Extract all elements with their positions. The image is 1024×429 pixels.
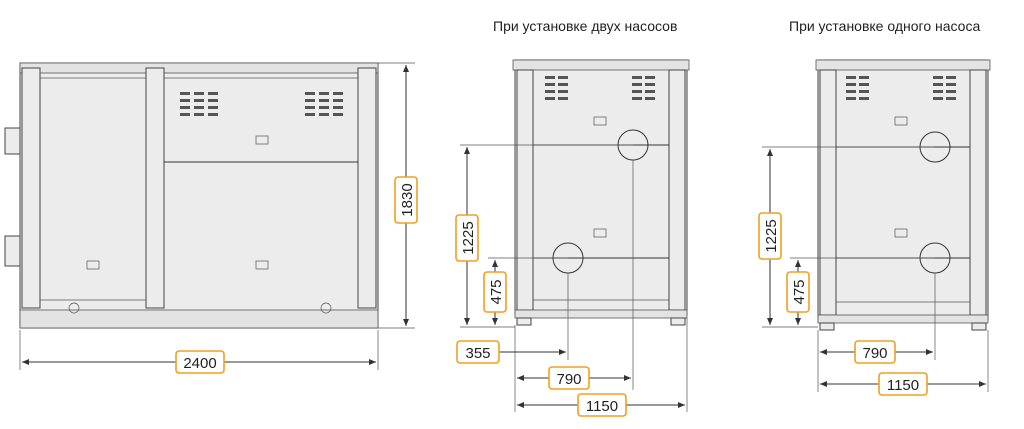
dim-label-790-one: 790 (862, 345, 887, 362)
dimension-355: 355 (456, 160, 688, 412)
dimension-475-one: 475 (786, 257, 935, 325)
dim-label-1225-one: 1225 (763, 219, 780, 252)
dimension-1225-one: 1225 (758, 146, 935, 328)
front-view-two-pumps (512, 59, 690, 326)
dim-label-1150-two: 1150 (586, 398, 618, 415)
dimension-790-two: 790 (517, 366, 631, 390)
caption-one-pump: При установке одного насоса (789, 18, 981, 34)
dim-label-2400: 2400 (183, 355, 216, 372)
dim-label-1225-two: 1225 (460, 221, 477, 254)
dimension-1150-two: 1150 (517, 393, 685, 417)
dimension-475-two: 475 (483, 257, 568, 325)
dimension-1830: 1830 (378, 62, 418, 329)
dim-label-355: 355 (465, 345, 490, 362)
dimension-2400: 2400 (19, 330, 379, 374)
dim-label-1150-one: 1150 (887, 377, 919, 394)
dim-label-1830: 1830 (399, 183, 416, 216)
dimension-1150-one: 1150 (820, 372, 986, 396)
side-view (4, 62, 379, 329)
dimension-790-one: 790 (817, 273, 989, 392)
caption-two-pumps: При установке двух насосов (493, 18, 678, 34)
dim-label-790-two: 790 (556, 371, 581, 388)
front-view-one-pump (815, 59, 991, 331)
dim-label-475-one: 475 (791, 279, 808, 304)
dimension-1225-two: 1225 (455, 144, 633, 328)
dim-label-475-two: 475 (488, 279, 505, 304)
